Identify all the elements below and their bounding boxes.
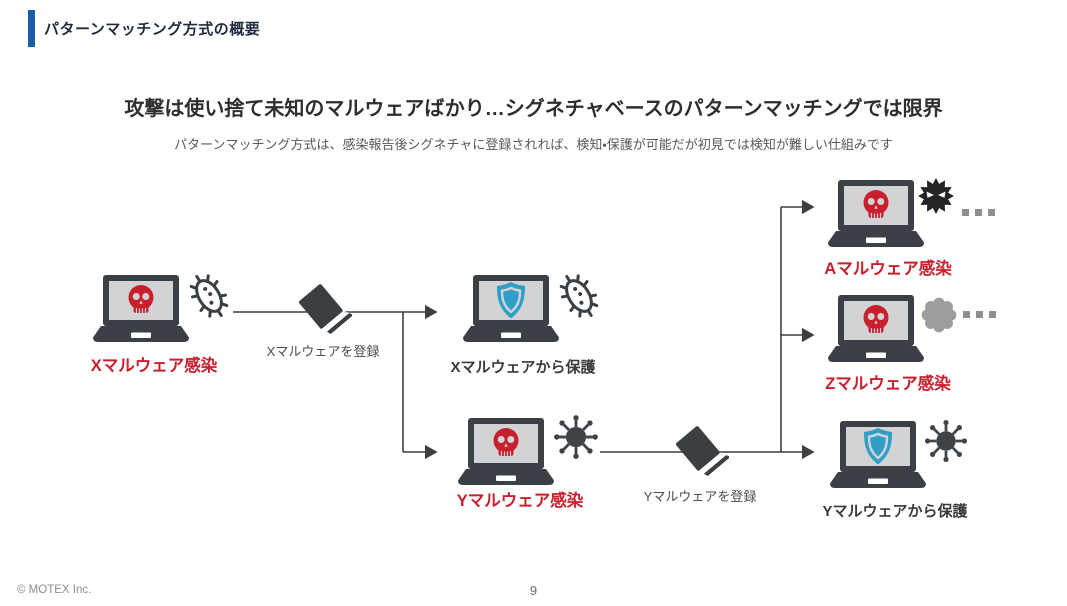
node-x-infected-label: Xマルウェア感染: [90, 357, 218, 375]
node-x-protected: [463, 275, 559, 345]
signature-book-icon: [294, 280, 352, 338]
node-a-infected: [828, 180, 924, 250]
laptop-skull-icon: [828, 180, 924, 250]
blob-virus-icon: [918, 294, 960, 336]
corona-virus-icon: [551, 412, 601, 462]
slide-subheadline: パターンマッチング方式は、感染報告後シグネチャに登録されれば、検知・保護が可能だ…: [174, 137, 893, 152]
laptop-skull-icon: [93, 275, 189, 345]
slide-headline: 攻撃は使い捨て未知のマルウェアばかり…シグネチャベースのパターンマッチングでは限…: [124, 98, 943, 120]
node-x-infected: [93, 275, 189, 345]
page-number: 9: [529, 583, 538, 598]
ellipsis-icon: [963, 311, 996, 318]
laptop-shield-icon: [463, 275, 559, 345]
registration-x-label: Xマルウェアを登録: [266, 344, 380, 359]
laptop-skull-icon: [828, 295, 924, 365]
node-z-infected: [828, 295, 924, 365]
node-a-infected-label: Aマルウェア感染: [824, 260, 952, 278]
node-x-protected-label: Xマルウェアから保護: [450, 359, 596, 376]
node-y-infected: [458, 418, 554, 488]
node-z-infected-label: Zマルウェア感染: [825, 375, 951, 393]
footer-copyright: © MOTEX Inc.: [17, 584, 92, 596]
corona-virus-icon: [922, 417, 970, 465]
node-y-protected: [830, 421, 926, 491]
ellipsis-icon: [962, 209, 995, 216]
laptop-shield-icon: [830, 421, 926, 491]
signature-book-icon: [671, 422, 729, 480]
registration-y-label: Yマルウェアを登録: [643, 489, 757, 504]
bacteria-virus-icon: [186, 266, 232, 326]
bacteria-virus-icon: [556, 266, 602, 326]
spiky-virus-icon: [917, 177, 955, 215]
node-y-protected-label: Yマルウェアから保護: [822, 503, 968, 520]
node-y-infected-label: Yマルウェア感染: [456, 492, 584, 510]
laptop-skull-icon: [458, 418, 554, 488]
page-title: パターンマッチング方式の概要: [44, 21, 261, 38]
header-accent-bar: [28, 10, 35, 47]
